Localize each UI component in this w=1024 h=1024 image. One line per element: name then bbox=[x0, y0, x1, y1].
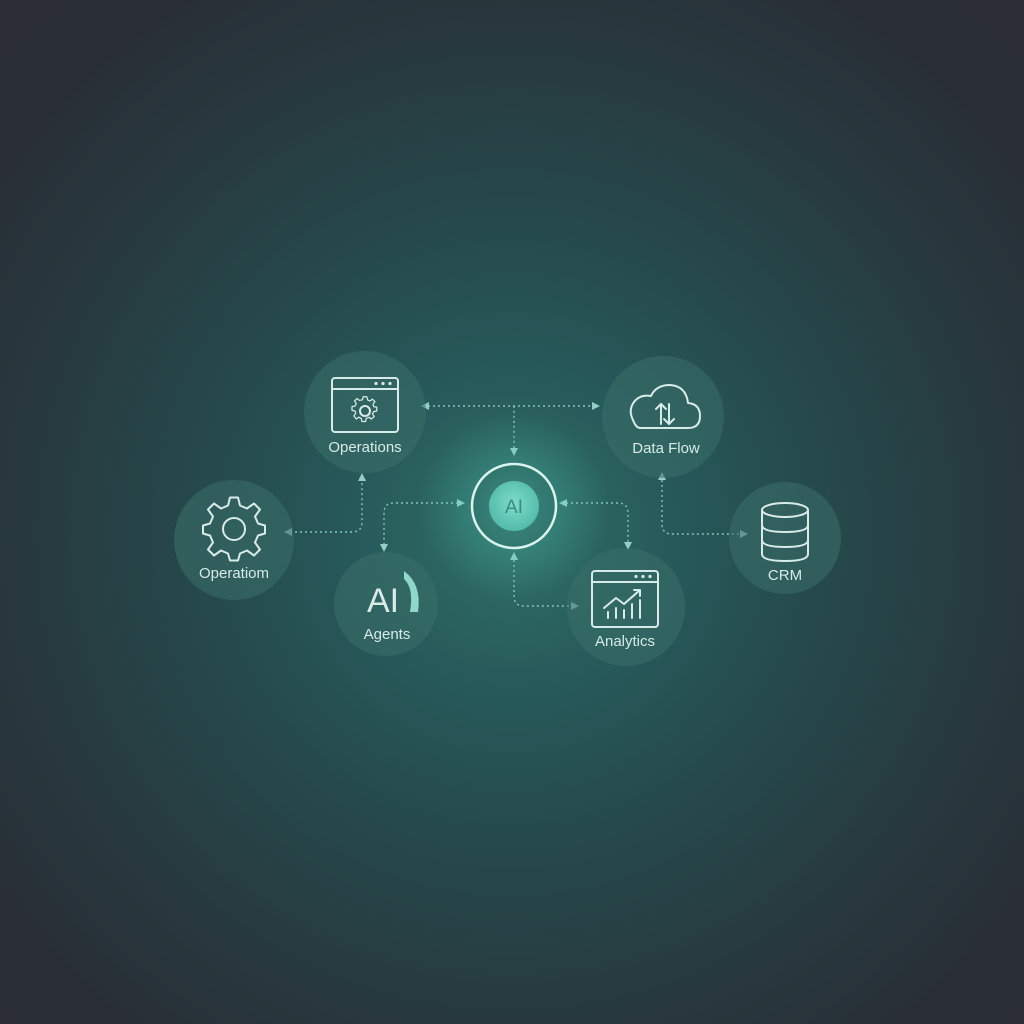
node-background bbox=[602, 356, 724, 478]
connector-hub-analytics-right bbox=[566, 502, 629, 542]
node-background bbox=[567, 548, 685, 666]
database-icon bbox=[761, 502, 809, 562]
arrowhead-dataflow bbox=[592, 402, 600, 410]
connector-dataflow-crm bbox=[661, 480, 740, 535]
node-label: Data Flow bbox=[632, 440, 700, 457]
arrowhead-agents bbox=[380, 544, 388, 552]
connector-hub-agents bbox=[383, 502, 458, 544]
gear-icon bbox=[202, 496, 266, 562]
arrowhead-analytics-top bbox=[624, 542, 632, 550]
node-label: Operations bbox=[328, 439, 401, 456]
agents-badge: AI bbox=[367, 582, 399, 620]
node-operations-left[interactable]: Operatiom bbox=[174, 480, 294, 600]
hub-core bbox=[489, 481, 539, 531]
node-background bbox=[304, 351, 426, 473]
node-label: Operatiom bbox=[199, 565, 269, 582]
node-operations-top[interactable]: Operations bbox=[304, 351, 426, 473]
node-label: CRM bbox=[768, 567, 802, 584]
node-background bbox=[729, 482, 841, 594]
cloud-sync-icon bbox=[629, 384, 701, 429]
hub-label: AI bbox=[505, 497, 523, 518]
arrowhead-operations-top-bottom bbox=[358, 473, 366, 481]
node-agents[interactable]: AI Agents bbox=[334, 552, 438, 656]
ai-agents-icon: AI bbox=[367, 571, 419, 620]
node-background bbox=[334, 552, 438, 656]
node-crm[interactable]: CRM bbox=[729, 482, 841, 594]
node-analytics[interactable]: Analytics bbox=[567, 548, 685, 666]
node-label: Agents bbox=[364, 626, 411, 643]
browser-chart-icon bbox=[591, 570, 659, 628]
node-data-flow[interactable]: Data Flow bbox=[602, 356, 724, 478]
browser-gear-icon bbox=[331, 377, 399, 433]
connector-operations-left-top bbox=[290, 480, 363, 533]
ai-hub[interactable]: AI bbox=[419, 411, 609, 601]
node-label: Analytics bbox=[595, 633, 655, 650]
